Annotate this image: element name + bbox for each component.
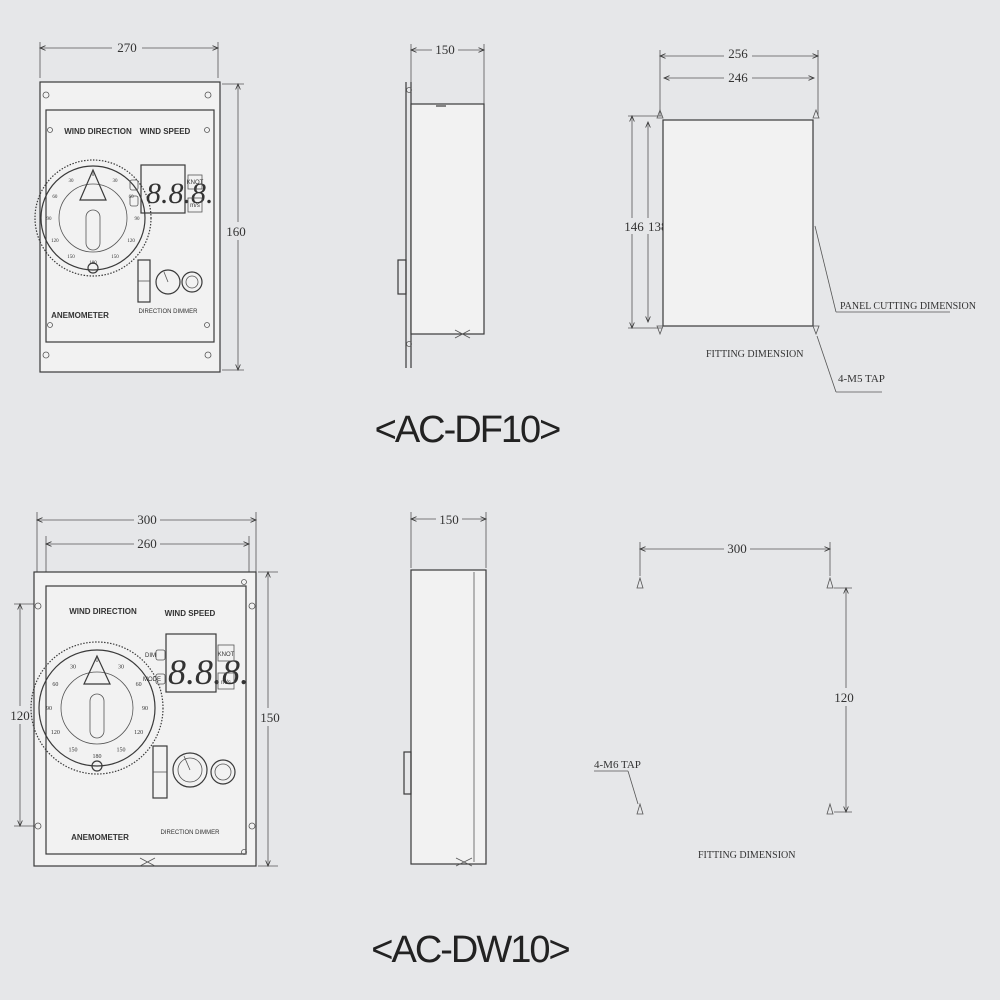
bottom-front-view: 300 260 120 150 WIND DIRECTION WIND SPEE… bbox=[8, 512, 282, 866]
top-dimmer-label: DIRECTION DIMMER bbox=[139, 309, 199, 315]
dial-tick-label: 60 bbox=[129, 195, 135, 200]
dial-tick-label: 30 bbox=[118, 664, 124, 670]
dial-tick-label: 0 bbox=[96, 658, 99, 664]
bottom-fit-width-label: 300 bbox=[727, 541, 747, 556]
bottom-mode2-label: MODE bbox=[143, 677, 161, 683]
top-cut-inner-width-label: 246 bbox=[728, 70, 748, 85]
top-panel-cutting-label: PANEL CUTTING DIMENSION bbox=[840, 301, 976, 312]
top-side-body bbox=[410, 103, 485, 335]
top-anemometer-label: ANEMOMETER bbox=[51, 311, 109, 320]
top-front-height-label: 160 bbox=[226, 224, 246, 239]
top-cut-h1-label: 146 bbox=[624, 219, 644, 234]
bottom-unit1-label: KNOT bbox=[218, 652, 235, 658]
bottom-speed-display: 8.8.8. KNOT m/s DIM MODE bbox=[143, 633, 249, 693]
top-front-width-label: 270 bbox=[117, 40, 137, 55]
top-mode-button bbox=[181, 271, 203, 293]
top-side-depth-label: 150 bbox=[435, 42, 455, 57]
dial-tick-label: 90 bbox=[135, 217, 141, 222]
top-direction-dial: 0 30 30 60 60 90 90 120 120 150 150 180 bbox=[34, 159, 152, 277]
top-wind-direction-label: WIND DIRECTION bbox=[64, 127, 132, 136]
bottom-side-bracket bbox=[403, 751, 412, 795]
dial-tick-label: 150 bbox=[69, 748, 78, 754]
bottom-side-depth-label: 150 bbox=[439, 512, 459, 527]
dial-tick-label: 90 bbox=[46, 706, 52, 712]
bottom-dimmer-knob bbox=[172, 752, 208, 788]
bottom-fitting-label: FITTING DIMENSION bbox=[698, 850, 796, 861]
top-side-bracket bbox=[397, 259, 407, 295]
dial-tick-label: 180 bbox=[89, 261, 97, 266]
bottom-mode1-label: DIM bbox=[145, 653, 156, 659]
top-panel-cutout bbox=[662, 119, 814, 327]
dial-tick-label: 120 bbox=[51, 730, 60, 736]
bottom-front-height-left-label: 120 bbox=[10, 708, 30, 723]
top-tap-label: 4-M5 TAP bbox=[838, 373, 885, 385]
dial-tick-label: 120 bbox=[134, 730, 143, 736]
top-fitting-label: FITTING DIMENSION bbox=[706, 349, 804, 360]
dial-tick-label: 60 bbox=[52, 195, 58, 200]
dial-tick-label: 60 bbox=[52, 682, 58, 688]
top-front-panel bbox=[39, 81, 221, 373]
dial-tick-label: 150 bbox=[117, 748, 126, 754]
bottom-front-inner-width-label: 260 bbox=[137, 536, 157, 551]
top-unit2-label: m/s bbox=[190, 203, 200, 209]
bottom-front-width-label: 300 bbox=[137, 512, 157, 527]
dial-tick-label: 120 bbox=[51, 239, 59, 244]
bottom-tap-label: 4-M6 TAP bbox=[594, 759, 641, 771]
bottom-mode-button bbox=[210, 759, 236, 785]
dial-tick-label: 180 bbox=[93, 754, 102, 760]
bottom-wind-speed-label: WIND SPEED bbox=[165, 609, 216, 618]
bottom-unit2-label: m/s bbox=[221, 680, 231, 686]
dial-tick-label: 0 bbox=[92, 173, 95, 178]
bottom-front-height-right-label: 150 bbox=[260, 710, 280, 725]
bottom-front-panel bbox=[33, 571, 257, 867]
dial-tick-label: 60 bbox=[136, 682, 142, 688]
dial-tick-label: 30 bbox=[113, 179, 119, 184]
bottom-tap-hole bbox=[636, 576, 644, 589]
dial-tick-label: 150 bbox=[111, 255, 119, 260]
top-front-view: 270 160 WIND DIRECTION WIND SPEED 0 30 30 6… bbox=[34, 40, 250, 373]
top-side-view: 150 bbox=[397, 42, 485, 368]
bottom-model-label: <AC-DW10> bbox=[371, 929, 569, 971]
dial-tick-label: 90 bbox=[142, 706, 148, 712]
dial-tick-label: 90 bbox=[47, 217, 53, 222]
top-cutout-view: 256 246 146 138 PANEL CUTTING DIMENSION … bbox=[622, 46, 976, 393]
bottom-direction-dial: 0 30 30 60 60 90 90 120 120 150 150 180 bbox=[30, 641, 164, 775]
bottom-seg-digits: 8.8.8. bbox=[168, 652, 249, 692]
top-seg-digits: 8.8.8. bbox=[146, 177, 214, 210]
top-speed-display: 8.8.8. KNOT m/s bbox=[129, 164, 214, 214]
top-cut-outer-width-label: 256 bbox=[728, 46, 748, 61]
top-dimmer-knob bbox=[155, 269, 181, 295]
bottom-anemometer-label: ANEMOMETER bbox=[71, 833, 129, 842]
top-wind-speed-label: WIND SPEED bbox=[140, 127, 191, 136]
bottom-fit-height-label: 120 bbox=[834, 690, 854, 705]
bottom-side-body bbox=[410, 569, 487, 865]
top-model-label: <AC-DF10> bbox=[375, 409, 561, 451]
top-unit1-label: KNOT bbox=[187, 180, 204, 186]
bottom-side-view: 150 bbox=[403, 512, 487, 867]
dial-tick-label: 150 bbox=[67, 255, 75, 260]
bottom-dimmer-label: DIRECTION DIMMER bbox=[161, 830, 221, 836]
bottom-fitting-view: 300 120 4-M6 TAP FITTING DIMENSION bbox=[594, 541, 858, 861]
dial-tick-label: 30 bbox=[70, 664, 76, 670]
bottom-wind-direction-label: WIND DIRECTION bbox=[69, 607, 137, 616]
dial-tick-label: 120 bbox=[127, 239, 135, 244]
dial-tick-label: 30 bbox=[69, 179, 75, 184]
